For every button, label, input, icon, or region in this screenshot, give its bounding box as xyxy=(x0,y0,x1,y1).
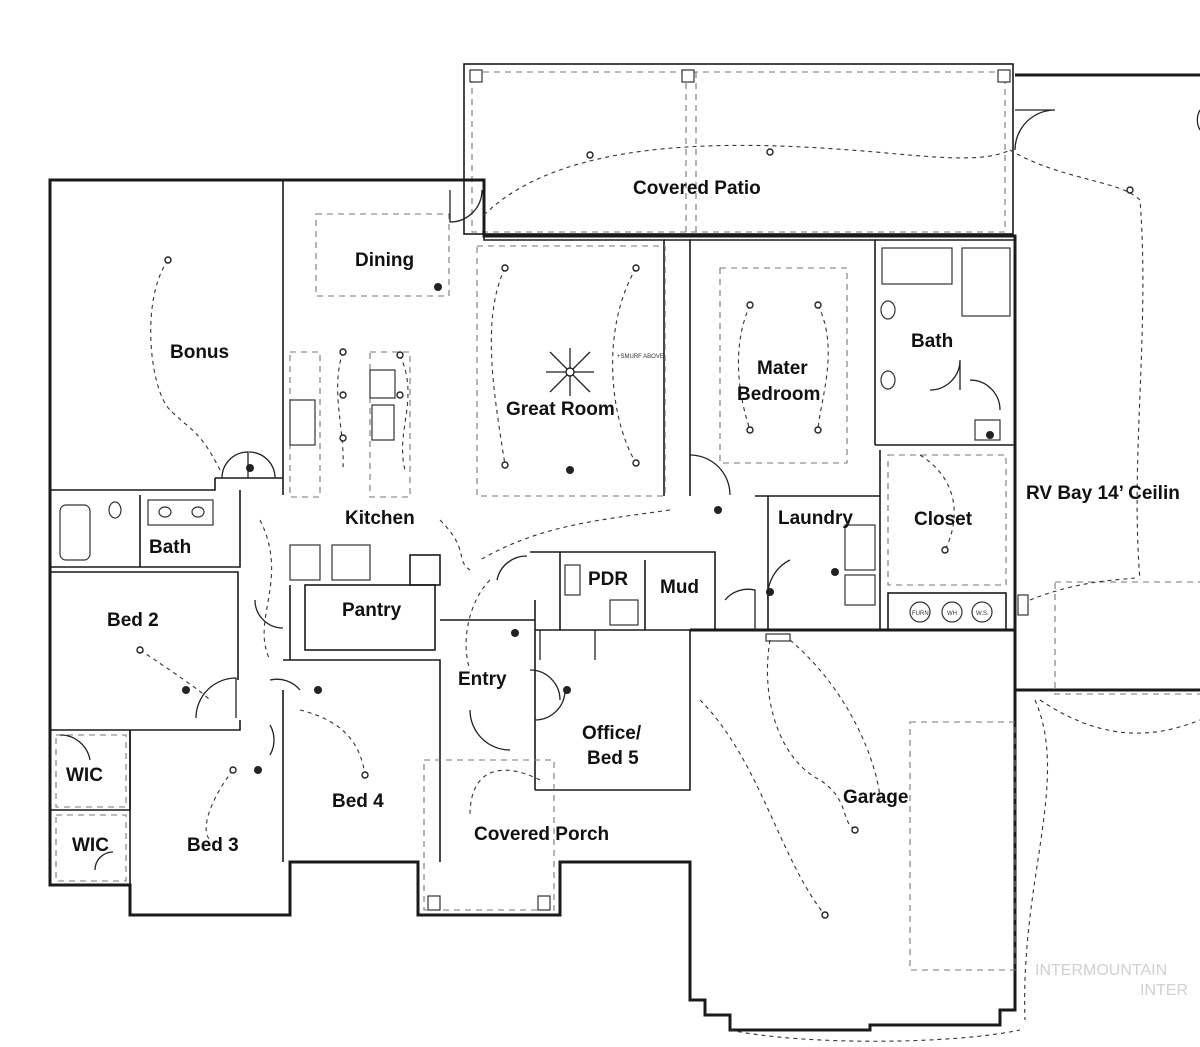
label-pdr: PDR xyxy=(588,569,628,590)
label-bath: Bath xyxy=(149,537,191,558)
watermark-line1: INTERMOUNTAIN xyxy=(1035,962,1167,979)
doors xyxy=(59,109,1200,871)
label-mud: Mud xyxy=(660,577,699,598)
label-dining: Dining xyxy=(355,250,414,271)
label-kitchen: Kitchen xyxy=(345,508,415,529)
fixtures xyxy=(59,300,1029,642)
label-office-1: Office/ xyxy=(582,723,642,744)
small-annotations: +SMURF ABOVE FURN WH W.S. xyxy=(617,354,989,617)
label-closet: Closet xyxy=(914,509,973,530)
label-master-bath: Bath xyxy=(911,331,953,352)
interior-walls xyxy=(50,180,1016,971)
label-pantry: Pantry xyxy=(342,600,402,621)
label-bed2: Bed 2 xyxy=(107,610,159,631)
label-office-2: Bed 5 xyxy=(587,748,639,769)
label-covered-porch: Covered Porch xyxy=(474,824,609,845)
electrical-wiring xyxy=(139,144,1200,1042)
water-heater-annotation: WH xyxy=(947,611,957,617)
label-wic-1: WIC xyxy=(66,765,103,786)
ceiling-fan-icon xyxy=(546,348,594,396)
label-great-room: Great Room xyxy=(506,399,615,420)
label-garage: Garage xyxy=(843,787,908,808)
label-laundry: Laundry xyxy=(778,508,853,529)
label-covered-patio: Covered Patio xyxy=(633,178,761,199)
label-wic-2: WIC xyxy=(72,835,109,856)
smurf-annotation: +SMURF ABOVE xyxy=(617,354,664,360)
watermark-line2: INTER xyxy=(1140,982,1188,999)
label-bed3: Bed 3 xyxy=(187,835,239,856)
label-bonus: Bonus xyxy=(170,342,229,363)
label-bed4: Bed 4 xyxy=(332,791,384,812)
furnace-annotation: FURN xyxy=(912,611,929,617)
water-softener-annotation: W.S. xyxy=(976,611,989,617)
exterior-walls xyxy=(48,178,1017,1032)
room-labels: Covered Patio Dining Bonus Great Room Ma… xyxy=(66,178,1180,856)
covered-patio-structure xyxy=(463,63,1014,235)
watermark: INTERMOUNTAIN INTER xyxy=(1035,962,1188,999)
label-entry: Entry xyxy=(458,669,507,690)
label-master-bedroom-2: Bedroom xyxy=(737,384,820,405)
lights-and-outlets xyxy=(136,148,1134,919)
label-master-bedroom-1: Mater xyxy=(757,358,808,379)
rv-bay-structure xyxy=(1015,73,1200,695)
label-rv-bay: RV Bay 14’ Ceilin xyxy=(1026,483,1180,504)
